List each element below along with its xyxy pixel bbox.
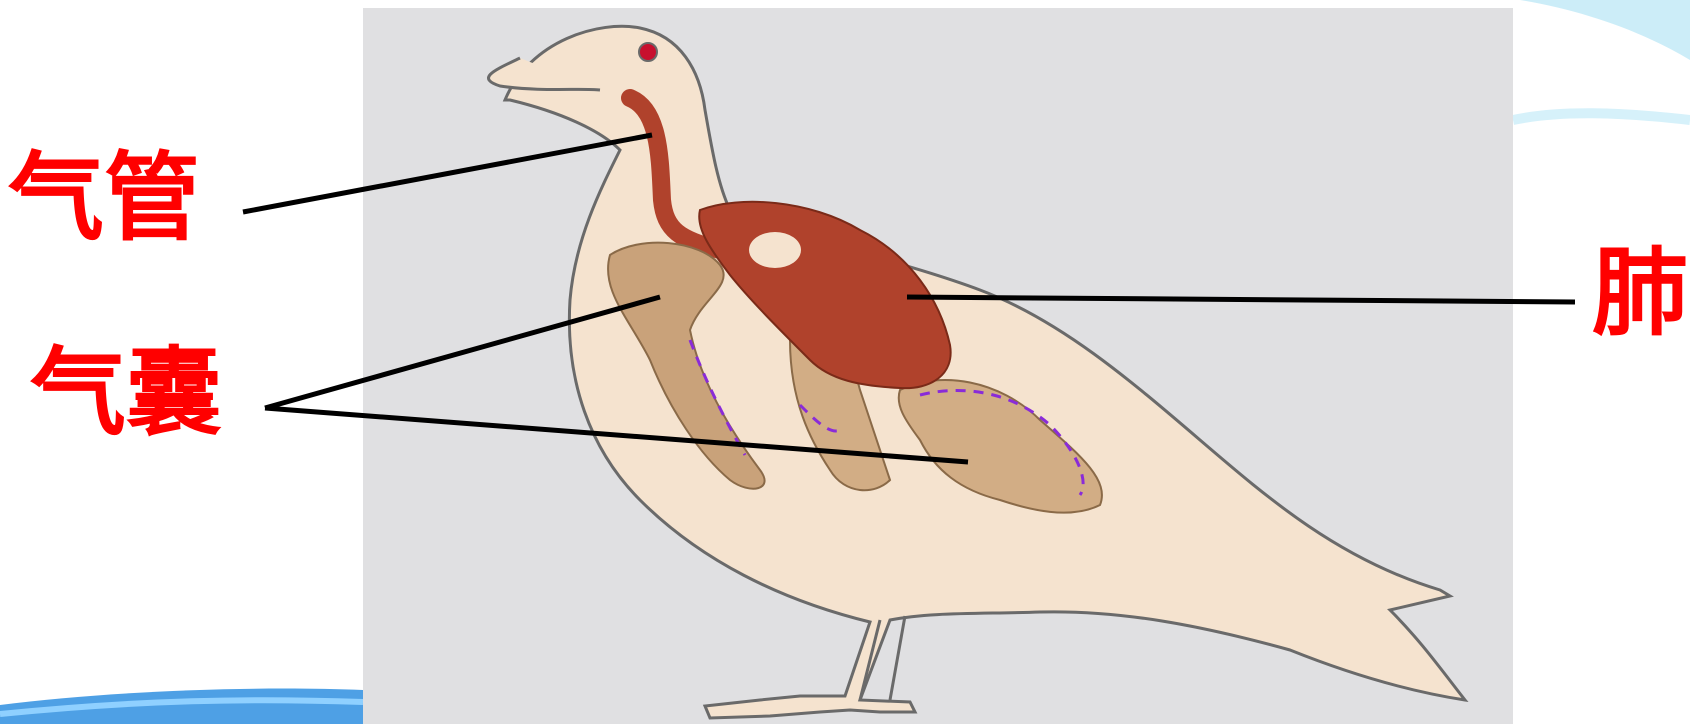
air-sac-label: 气囊 bbox=[30, 345, 222, 441]
bird-eye bbox=[639, 43, 657, 61]
lung-label: 肺 bbox=[1592, 245, 1688, 341]
trachea-leader-line bbox=[243, 135, 652, 212]
trachea-label: 气管 bbox=[8, 150, 200, 246]
